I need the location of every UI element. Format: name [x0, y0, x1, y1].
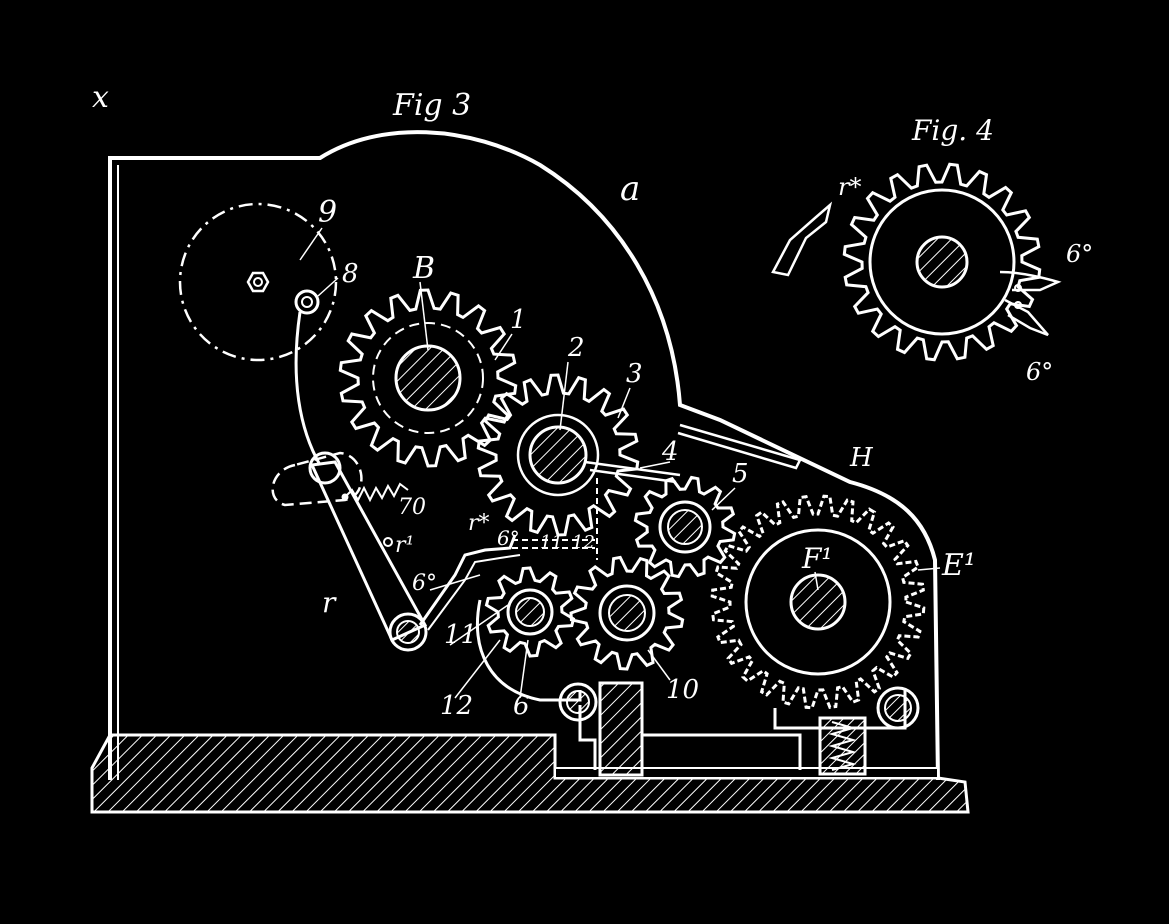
label-2: 2	[567, 333, 585, 363]
label-70: 70	[398, 495, 426, 520]
label-a: a	[620, 169, 640, 209]
label-r1: r¹	[395, 533, 414, 558]
gear-E1	[710, 494, 926, 710]
lever-bottom-pivot	[388, 612, 428, 652]
label-H: H	[849, 443, 874, 473]
central-post-frame	[578, 705, 802, 770]
label-6o-upper: 6°	[497, 526, 520, 550]
label-r: r	[322, 586, 337, 619]
pawl-arm	[418, 534, 517, 626]
lever-top-pivot	[308, 451, 342, 485]
roller-9	[178, 202, 338, 362]
margin-mark: x	[92, 80, 109, 115]
fig4-pawl-upper	[999, 270, 1062, 292]
roller-9-hub	[246, 271, 270, 293]
central-post	[598, 681, 644, 777]
figure-3-labels: a 9 8 B 1 2 3 4 5 H E¹ F¹ 70 r¹ r* 6° 11…	[318, 169, 976, 721]
label-E1: E¹	[941, 548, 976, 583]
base-top-strip	[554, 767, 939, 779]
label-F1: F¹	[801, 542, 833, 575]
label-4: 4	[661, 437, 679, 467]
figure-3: Fig 3	[90, 88, 970, 814]
leader-lines	[299, 227, 941, 699]
label-6: 6	[513, 691, 530, 721]
pawl-4	[584, 460, 681, 484]
gear-2	[476, 373, 640, 537]
label-12-upper: 12	[572, 532, 595, 553]
cover-plate-H	[677, 423, 802, 470]
label-5: 5	[732, 459, 749, 489]
gear-1	[338, 288, 518, 468]
figure-3-title: Fig 3	[392, 88, 471, 123]
spring-coil	[828, 721, 857, 771]
label-6o-lower: 6°	[412, 571, 437, 596]
gear-10	[569, 555, 685, 671]
figure-4: Fig. 4	[771, 114, 1062, 362]
label-1: 1	[510, 305, 527, 335]
post-roller-right	[876, 686, 920, 730]
label-10: 10	[666, 675, 699, 705]
label-9: 9	[318, 195, 337, 230]
spring-70	[344, 482, 409, 503]
fig4-label-6o-lower: 6°	[1026, 358, 1053, 386]
pin-8	[294, 289, 320, 315]
fig4-pawl-r-star	[771, 201, 833, 277]
fig4-label-r-star: r*	[838, 173, 861, 201]
figure-4-title: Fig. 4	[911, 114, 994, 147]
fig4-ratchet-gear	[842, 162, 1042, 362]
band	[294, 311, 322, 466]
gear-5	[633, 475, 737, 579]
label-11-upper: 11	[540, 532, 563, 553]
gear-6-housing	[476, 599, 582, 702]
label-r-star: r*	[468, 511, 490, 536]
label-3: 3	[626, 359, 643, 389]
figure-4-labels: r* 6° 6°	[838, 173, 1093, 386]
fig4-label-6o-upper: 6°	[1066, 240, 1093, 268]
guide-dashes	[512, 478, 598, 560]
label-11: 11	[444, 620, 477, 650]
housing-outline	[108, 130, 940, 781]
post-roller-left	[558, 682, 598, 722]
label-8: 8	[342, 259, 359, 289]
spring-housing	[818, 716, 867, 776]
label-B: B	[412, 251, 435, 286]
